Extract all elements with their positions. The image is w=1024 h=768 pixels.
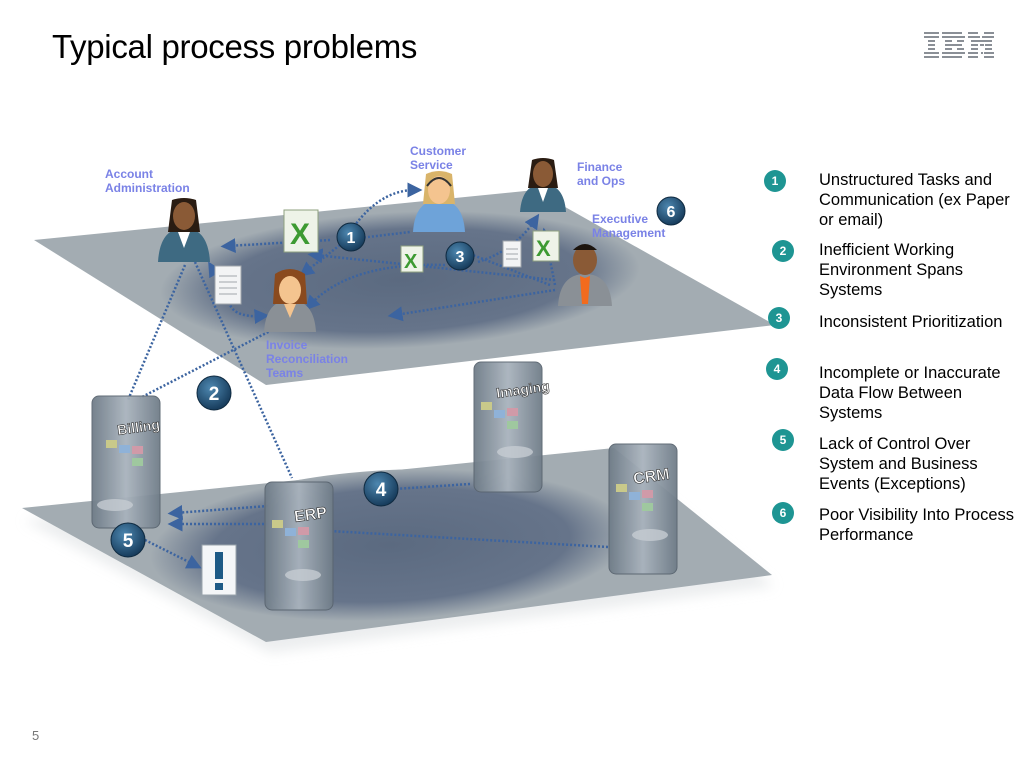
document-icon: [502, 240, 522, 268]
person-customer-service: [413, 171, 465, 232]
system-label: Billing: [116, 416, 161, 438]
role-label-finance-and-ops: Finance and Ops: [577, 160, 626, 188]
system-label: Imaging: [495, 378, 550, 401]
page-number: 5: [32, 728, 40, 743]
legend-text: Unstructured Tasks and Communication (ex…: [819, 171, 1010, 229]
svg-text:1: 1: [347, 230, 356, 247]
system-label: CRM: [632, 466, 670, 488]
person-finance-and-ops: [520, 158, 566, 212]
svg-text:2: 2: [209, 384, 220, 405]
role-label-invoice-reconciliation: Invoice Reconciliation Teams: [266, 338, 349, 380]
system-label: ERP: [293, 505, 328, 526]
system-crm: CRM: [608, 443, 678, 575]
excel-icon: X: [532, 230, 560, 262]
document-icon: [214, 265, 242, 305]
legend-badge: 1: [764, 170, 786, 192]
diagram-badge-4: 4: [363, 471, 399, 507]
role-label-executive-management: Executive Management: [592, 212, 666, 240]
legend-text: Incomplete or Inaccurate Data Flow Betwe…: [819, 364, 1001, 422]
legend-text: Inefficient Working Environment Spans Sy…: [819, 241, 963, 299]
diagram-badge-6: 6: [656, 196, 686, 226]
excel-icon: X: [400, 245, 424, 273]
system-imaging: Imaging: [473, 361, 551, 493]
person-invoice-reconciliation: [264, 269, 316, 332]
svg-text:X: X: [404, 251, 418, 273]
diagram-badge-2: 2: [196, 375, 232, 411]
person-account-administration: [158, 198, 210, 262]
excel-icon: X: [283, 209, 319, 253]
diagram-badge-3: 3: [445, 241, 475, 271]
legend-badge: 6: [772, 502, 794, 524]
diagram-badge-1: 1: [336, 222, 366, 252]
legend-badge: 5: [772, 429, 794, 451]
legend-text: Lack of Control Over System and Business…: [819, 435, 978, 493]
legend-text: Inconsistent Prioritization: [819, 313, 1003, 331]
role-label-customer-service: Customer Service: [410, 144, 467, 172]
legend-badge: 4: [766, 358, 788, 380]
legend-badge: 2: [772, 240, 794, 262]
person-executive-management: [558, 244, 612, 306]
legend-badge: 3: [768, 307, 790, 329]
system-erp: ERP: [264, 481, 334, 611]
slide-title: Typical process problems: [52, 28, 418, 65]
svg-text:X: X: [536, 236, 551, 261]
ibm-logo: [924, 32, 994, 58]
svg-text:6: 6: [667, 204, 676, 221]
svg-text:3: 3: [456, 249, 465, 266]
svg-text:5: 5: [123, 531, 134, 552]
system-billing: Billing: [91, 395, 161, 529]
diagram-badge-5: 5: [110, 522, 146, 558]
role-label-account-administration: Account Administration: [105, 167, 190, 195]
svg-text:4: 4: [376, 480, 387, 501]
svg-text:X: X: [290, 218, 310, 251]
exclamation-icon: [201, 544, 237, 596]
legend-text: Poor Visibility Into Process Performance: [819, 506, 1015, 544]
